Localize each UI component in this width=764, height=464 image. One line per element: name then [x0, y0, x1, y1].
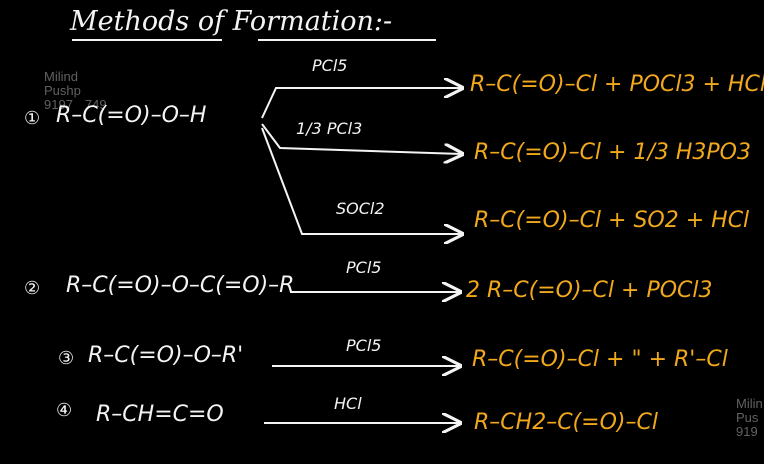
product: 2 R–C(=O)–Cl + POCl3: [466, 278, 713, 303]
reactant: R–CH=C=O: [96, 402, 224, 427]
page-title: Methods of Formation:-: [70, 6, 393, 37]
watermark-line-pair: 9197 749: [44, 98, 107, 112]
watermark-line: 919: [736, 424, 758, 439]
reaction-number: ②: [24, 278, 41, 299]
reaction-arrow: [261, 88, 462, 119]
reagent: PCl5: [346, 336, 382, 355]
product: R–C(=O)–Cl + 1/3 H3PO3: [474, 140, 751, 165]
watermark-line: 749: [84, 97, 107, 112]
product: R–CH2–C(=O)–Cl: [474, 410, 658, 435]
reaction-arrow: [261, 127, 462, 234]
reactant: R–C(=O)–O–H: [56, 103, 207, 128]
watermark-left: Milind Pushp 9197 749: [44, 70, 107, 112]
reaction-arrow: [261, 123, 462, 154]
reaction-number: ④: [56, 400, 73, 421]
reagent: PCl5: [346, 258, 382, 277]
reaction-number: ③: [58, 348, 75, 369]
watermark-line: Pushp: [44, 83, 81, 98]
watermark-right: Milin Pus 919: [736, 397, 763, 439]
product: R–C(=O)–Cl + POCl3 + HCl: [470, 72, 764, 97]
reaction-number: ①: [24, 108, 41, 129]
watermark-line: 9197: [44, 97, 73, 112]
watermark-line: Milin: [736, 396, 763, 411]
reagent: HCl: [334, 394, 362, 413]
reagent: SOCl2: [336, 199, 385, 218]
reactant: R–C(=O)–O–C(=O)–R: [66, 273, 295, 298]
watermark-line: Pus: [736, 410, 759, 425]
product: R–C(=O)–Cl + SO2 + HCl: [474, 208, 750, 233]
reagent: 1/3 PCl3: [296, 119, 363, 138]
reactant: R–C(=O)–O–R': [88, 343, 244, 368]
reagent: PCl5: [312, 56, 348, 75]
product: R–C(=O)–Cl + " + R'–Cl: [472, 347, 728, 372]
watermark-line: Milind: [44, 69, 78, 84]
